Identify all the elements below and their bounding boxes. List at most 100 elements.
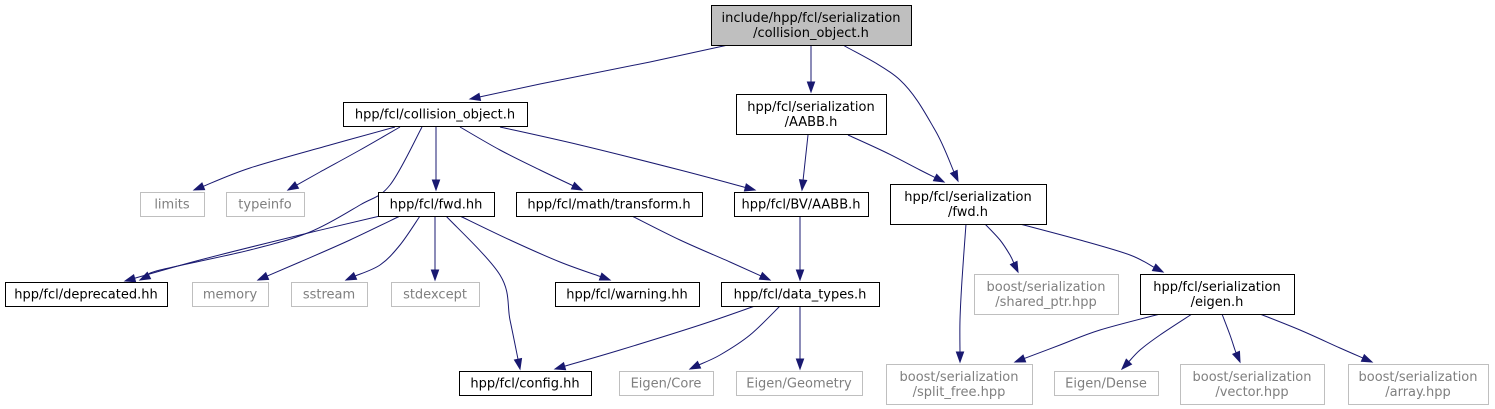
edge-arrowhead — [598, 272, 612, 281]
edge-line — [697, 305, 781, 366]
edge-ser_fwd-to-split_free — [955, 223, 967, 364]
node-box — [192, 282, 269, 307]
edge-arrowhead — [688, 360, 702, 370]
edge-line — [959, 223, 967, 354]
edge-collision_object-to-limits — [192, 126, 396, 191]
node-label-line: /AABB.h — [785, 115, 838, 130]
edge-arrowhead — [286, 181, 300, 191]
edge-arrowhead — [1231, 350, 1241, 364]
edge-line — [1023, 313, 1161, 360]
edge-ser_eigen-to-split_free — [1013, 313, 1161, 363]
edge-arrowhead — [344, 271, 358, 281]
edge-line — [459, 215, 602, 278]
edge-arrowhead — [430, 269, 440, 282]
edge-ser_eigen-to-ser_vector — [1221, 313, 1241, 364]
node-ser-fwd[interactable]: hpp/fcl/serialization/fwd.h — [890, 184, 1047, 225]
edge-arrowhead — [1151, 263, 1165, 273]
node-math-transform[interactable]: hpp/fcl/math/transform.h — [516, 192, 703, 217]
node-box — [459, 371, 592, 396]
edge-line — [459, 126, 575, 187]
edge-bv_aabb-to-data_types — [795, 216, 805, 282]
node-deprecated[interactable]: hpp/fcl/deprecated.hh — [5, 282, 168, 307]
nodes-layer: include/hpp/fcl/serialization/collision_… — [5, 5, 1489, 405]
edge-arrowhead — [1120, 358, 1133, 371]
node-bv-aabb[interactable]: hpp/fcl/BV/AABB.h — [734, 192, 869, 217]
edge-ser_eigen-to-ser_array — [1259, 313, 1374, 363]
edge-line — [202, 126, 396, 188]
node-label-line: Eigen/Geometry — [746, 377, 852, 392]
edge-arrowhead — [1009, 260, 1019, 274]
edge-line — [1259, 313, 1364, 359]
edges-layer — [123, 44, 1374, 371]
edge-arrowhead — [758, 271, 772, 281]
node-box — [721, 282, 880, 307]
node-label-line: hpp/fcl/serialization — [747, 100, 874, 115]
edge-fwd_hh-to-sstream — [344, 215, 421, 281]
edge-line — [1127, 313, 1193, 363]
node-label-line: stdexcept — [403, 288, 467, 303]
node-config[interactable]: hpp/fcl/config.hh — [459, 371, 592, 396]
node-label-line: hpp/fcl/serialization — [1153, 280, 1280, 295]
node-sstream: sstream — [291, 282, 368, 307]
edge-collision_object-to-bv_aabb — [499, 126, 757, 192]
edge-fwd_hh-to-memory — [256, 215, 401, 281]
edge-arrowhead — [553, 361, 567, 371]
edge-line — [984, 223, 1015, 265]
node-box — [516, 192, 703, 217]
node-ser-eigen[interactable]: hpp/fcl/serialization/eigen.h — [1140, 274, 1295, 315]
node-label-line: /array.hpp — [1385, 385, 1451, 400]
node-label-line: hpp/fcl/data_types.h — [734, 288, 867, 303]
node-stdexcept: stdexcept — [391, 282, 480, 307]
edge-root-to-ser_fwd — [842, 44, 959, 183]
node-label-line: Eigen/Core — [631, 377, 702, 392]
edge-fwd_hh-to-deprecated — [123, 215, 381, 283]
edge-line — [478, 44, 729, 98]
node-eigen-dense: Eigen/Dense — [1054, 371, 1159, 396]
node-label-line: hpp/fcl/serialization — [904, 190, 1031, 205]
edge-root-to-collision_object — [468, 44, 729, 102]
node-box — [1180, 364, 1325, 405]
node-fwd-hh[interactable]: hpp/fcl/fwd.hh — [378, 192, 495, 217]
node-warning[interactable]: hpp/fcl/warning.hh — [555, 282, 700, 307]
node-label-line: boost/serialization — [899, 370, 1018, 385]
node-label-line: /shared_ptr.hpp — [995, 295, 1097, 310]
edge-math_transform-to-data_types — [631, 215, 772, 281]
node-collision-object[interactable]: hpp/fcl/collision_object.h — [343, 102, 528, 127]
edge-line — [266, 215, 401, 277]
edge-arrowhead — [468, 92, 482, 102]
node-box — [391, 282, 480, 307]
node-split-free: boost/serialization/split_free.hpp — [886, 364, 1033, 405]
node-eigen-geometry: Eigen/Geometry — [736, 371, 863, 396]
edge-line — [295, 126, 401, 187]
node-box — [736, 371, 863, 396]
node-label-line: hpp/fcl/BV/AABB.h — [742, 198, 861, 213]
edge-arrowhead — [955, 351, 965, 364]
node-label-line: /collision_object.h — [753, 26, 869, 41]
edge-line — [1221, 313, 1238, 354]
node-label-line: /vector.hpp — [1215, 385, 1288, 400]
node-box — [226, 192, 305, 217]
node-ser-aabb[interactable]: hpp/fcl/serialization/AABB.h — [736, 94, 887, 135]
node-typeinfo: typeinfo — [226, 192, 305, 217]
node-memory: memory — [192, 282, 269, 307]
edge-data_types-to-eigen_core — [688, 305, 781, 370]
edge-arrowhead — [949, 169, 959, 183]
node-box — [886, 364, 1033, 405]
node-label-line: boost/serialization — [1192, 370, 1311, 385]
edge-line — [1019, 223, 1156, 269]
node-box — [1348, 364, 1489, 405]
node-data-types[interactable]: hpp/fcl/data_types.h — [721, 282, 880, 307]
edge-line — [802, 134, 809, 182]
node-box — [974, 274, 1119, 315]
edge-ser_fwd-to-shared_ptr — [984, 223, 1019, 274]
edge-fwd_hh-to-config — [445, 215, 523, 371]
node-root[interactable]: include/hpp/fcl/serialization/collision_… — [711, 5, 912, 46]
edge-fwd_hh-to-warning — [459, 215, 612, 281]
node-label-line: sstream — [303, 288, 355, 303]
node-box — [5, 282, 168, 307]
edge-arrowhead — [192, 182, 206, 191]
edge-line — [563, 305, 756, 367]
node-box — [291, 282, 368, 307]
node-label-line: /split_free.hpp — [913, 385, 1006, 400]
